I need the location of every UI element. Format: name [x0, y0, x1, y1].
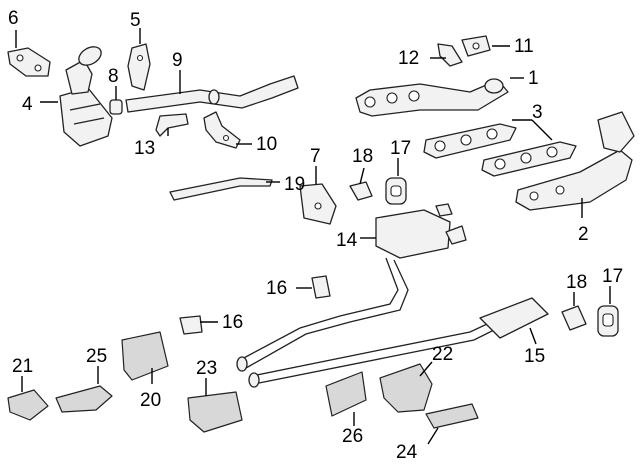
callout-25: 25	[86, 346, 107, 367]
part-25-heat-shield	[55, 385, 113, 413]
part-5-heat-shield	[127, 43, 151, 91]
part-13-hanger	[155, 113, 189, 137]
part-22-heat-shield	[379, 363, 433, 413]
callout-26: 26	[342, 426, 363, 447]
callout-14: 14	[336, 230, 358, 251]
callout-1: 1	[528, 68, 539, 89]
callout-13: 13	[134, 138, 155, 159]
part-23-heat-shield	[187, 391, 243, 433]
part-10-bracket	[203, 111, 241, 149]
part-18-hanger-upper	[349, 181, 373, 201]
callout-19: 19	[284, 174, 305, 195]
part-24-heat-shield	[425, 403, 479, 429]
callout-20: 20	[140, 390, 161, 411]
part-26-heat-shield	[325, 371, 367, 417]
part-4-catalytic-converter	[59, 46, 113, 147]
part-15-rear-pipe-assembly	[236, 257, 549, 388]
callout-16-mid: 16	[266, 278, 287, 299]
part-17-insulator-upper	[385, 177, 407, 205]
part-19-heat-shield	[169, 177, 273, 201]
part-12-bracket	[437, 43, 463, 67]
callout-23: 23	[196, 358, 217, 379]
callout-3: 3	[532, 102, 543, 123]
callout-16-low: 16	[222, 312, 243, 333]
part-11-bracket	[461, 35, 491, 57]
callout-10: 10	[256, 134, 277, 155]
part-3-gasket-lower	[481, 141, 577, 177]
callout-17-lower: 17	[602, 266, 623, 287]
callout-24: 24	[396, 442, 418, 463]
part-1-exhaust-manifold	[355, 78, 509, 117]
part-16-hanger-mid	[311, 275, 331, 299]
callout-21: 21	[12, 356, 33, 377]
part-3-gasket-upper	[423, 123, 517, 159]
callout-17-upper: 17	[390, 138, 411, 159]
callout-15: 15	[524, 346, 545, 367]
callout-12: 12	[398, 48, 419, 69]
part-14-muffler	[375, 203, 467, 259]
callout-2: 2	[578, 224, 589, 245]
part-9-front-pipe	[125, 75, 299, 113]
callout-11: 11	[514, 36, 534, 57]
part-7-bracket	[299, 183, 337, 225]
callout-5: 5	[130, 10, 141, 31]
callout-labels: 1 2 3 4 5 6 7 8 9 10 11 12 13 14 15 16 1…	[8, 8, 623, 463]
part-18-hanger-lower	[561, 305, 587, 331]
part-20-heat-shield	[121, 331, 169, 381]
callout-22: 22	[432, 344, 453, 365]
callout-18-lower: 18	[566, 272, 587, 293]
callout-8: 8	[108, 66, 119, 87]
part-16-hanger-low	[179, 315, 203, 335]
callout-7: 7	[310, 146, 321, 167]
callout-9: 9	[172, 50, 183, 71]
part-6-bracket	[7, 47, 51, 77]
part-17-insulator-lower	[597, 305, 619, 337]
callout-18-upper: 18	[352, 146, 373, 167]
part-8-clamp	[109, 99, 123, 115]
part-21-heat-shield	[7, 389, 49, 421]
callout-4: 4	[22, 94, 33, 115]
callout-6: 6	[8, 8, 19, 29]
part-2-manifold-right	[515, 111, 635, 211]
leader-lines	[15, 28, 611, 445]
